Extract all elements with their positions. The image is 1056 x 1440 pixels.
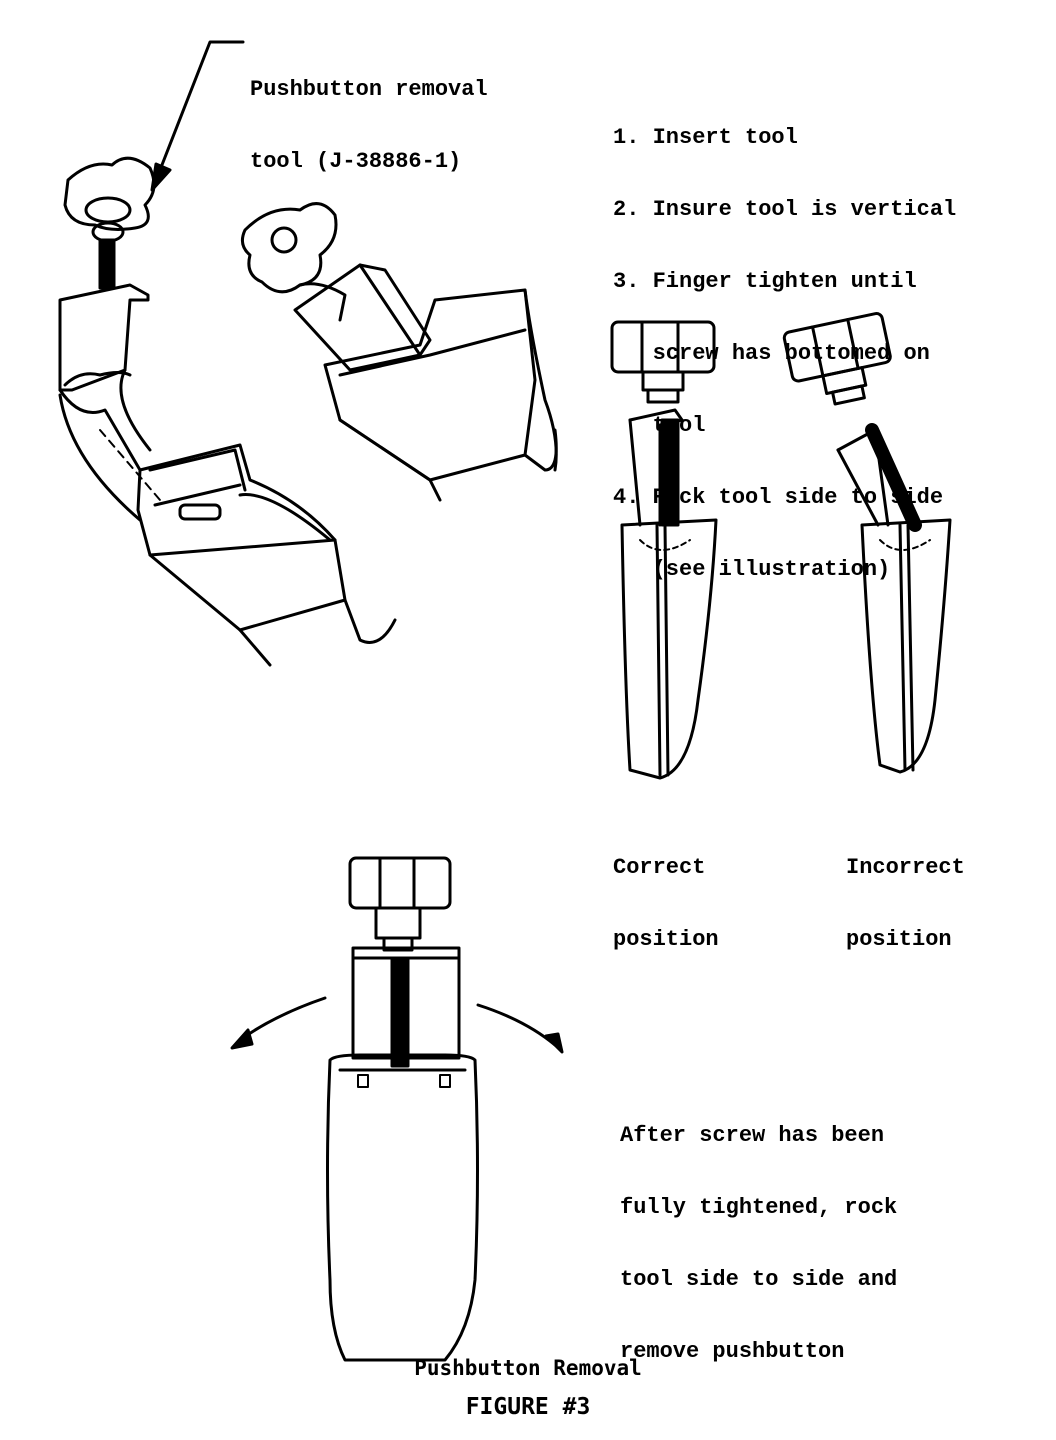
buckle-with-tool-right bbox=[240, 202, 558, 502]
rock-instruction-note: After screw has been fully tightened, ro… bbox=[620, 1076, 897, 1388]
note-line: fully tightened, rock bbox=[620, 1195, 898, 1220]
step-line: 1. Insert tool bbox=[613, 125, 798, 150]
step-line: 2. Insure tool is vertical bbox=[613, 197, 957, 222]
instruction-steps: 1. Insert tool 2. Insure tool is vertica… bbox=[613, 78, 956, 606]
rock-tool-diagram bbox=[230, 856, 564, 1362]
incorrect-label-line-2: position bbox=[846, 927, 952, 952]
callout-line-1: Pushbutton removal bbox=[250, 77, 488, 102]
step-line: (see illustration) bbox=[613, 557, 891, 582]
incorrect-position-label: Incorrect position bbox=[846, 808, 965, 976]
buckle-with-tool-left bbox=[58, 156, 397, 667]
correct-label-line-2: position bbox=[613, 927, 719, 952]
callout-leader bbox=[150, 40, 245, 192]
correct-label-line-1: Correct bbox=[613, 855, 706, 880]
note-line: tool side to side and bbox=[620, 1267, 898, 1292]
correct-position-label: Correct position bbox=[613, 808, 719, 976]
note-line: After screw has been bbox=[620, 1123, 885, 1148]
tool-callout-label: Pushbutton removal tool (J-38886-1) bbox=[250, 30, 488, 198]
step-line: 4. Rock tool side to side bbox=[613, 485, 944, 510]
callout-line-2: tool (J-38886-1) bbox=[250, 149, 462, 174]
step-line: 3. Finger tighten until bbox=[613, 269, 917, 294]
step-line: screw has bottomed on bbox=[613, 341, 930, 366]
figure-number: FIGURE #3 bbox=[465, 1394, 591, 1420]
note-line: remove pushbutton bbox=[620, 1339, 845, 1364]
correct-position-diagram bbox=[610, 320, 718, 780]
step-line: tool bbox=[613, 413, 706, 438]
incorrect-label-line-1: Incorrect bbox=[846, 855, 965, 880]
incorrect-position-diagram bbox=[782, 312, 952, 774]
figure-title: Pushbutton Removal bbox=[414, 1356, 642, 1380]
